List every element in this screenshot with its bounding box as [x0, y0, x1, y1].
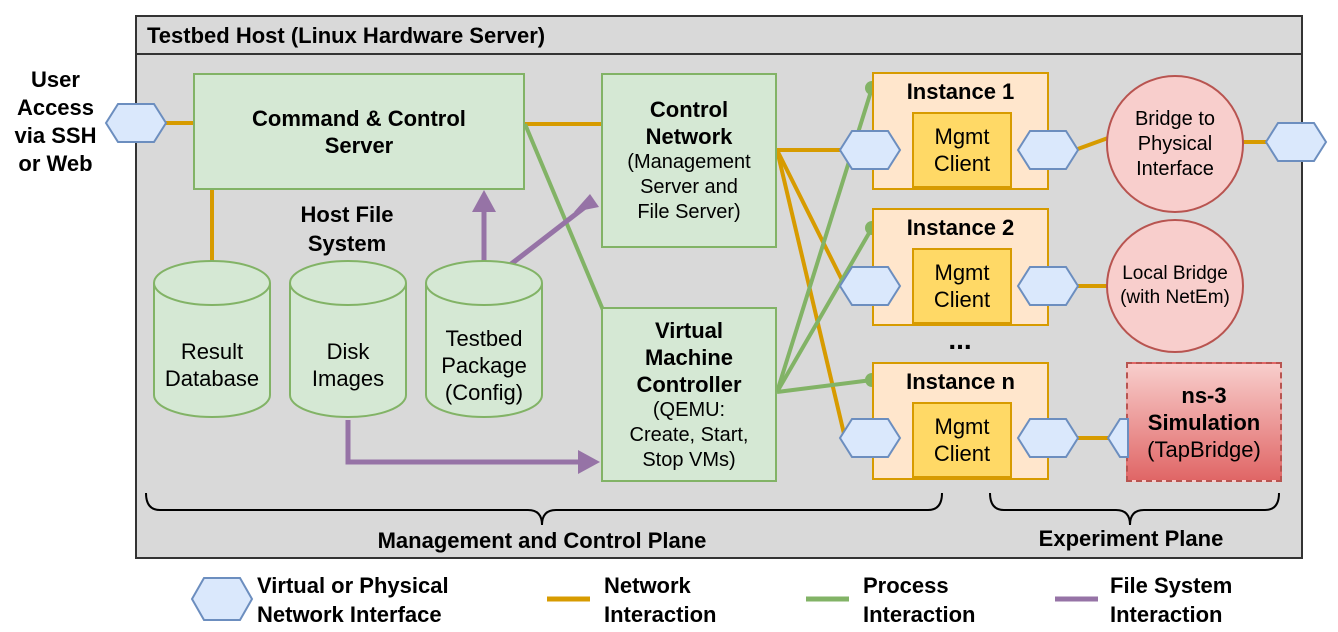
local-bridge: Local Bridge (with NetEm) [1106, 219, 1244, 353]
testbed-package-label: Testbed Package (Config) [441, 325, 527, 405]
disk-images-label: Disk Images [311, 339, 385, 391]
instance-n-title: Instance n [906, 369, 1015, 394]
user-access-label: User Access via SSH or Web [14, 67, 97, 176]
fs-arrow-control [574, 194, 599, 212]
legend-interface-text: Virtual or Physical Network Interface [257, 573, 449, 627]
instances-ellipsis: ... [948, 324, 972, 355]
host-title: Testbed Host (Linux Hardware Server) [137, 17, 1301, 55]
fs-arrow-cc [472, 190, 496, 212]
instance-1-title: Instance 1 [906, 79, 1015, 104]
instance-n: Instance n Mgmt Client [872, 362, 1049, 480]
management-plane-label: Management and Control Plane [377, 528, 707, 553]
vm-controller: Virtual Machine Controller (QEMU: Create… [601, 307, 777, 482]
command-control-server: Command & Control Server [193, 73, 525, 190]
fs-arrow-vm [578, 450, 600, 474]
instance-2: Instance 2 Mgmt Client [872, 208, 1049, 326]
network-arrow-db [197, 263, 227, 287]
ns3-simulation: ns-3 Simulation (TapBridge) [1126, 362, 1282, 482]
instance-n-mgmt-client: Mgmt Client [912, 402, 1012, 478]
legend-network-text: Network Interaction [604, 573, 717, 627]
legend-fs-text: File System Interaction [1110, 573, 1233, 627]
network-link-inst2 [775, 149, 847, 287]
instance-1-mgmt-client: Mgmt Client [912, 112, 1012, 188]
network-link-bridge-physical [1074, 136, 1109, 152]
instance-2-title: Instance 2 [906, 215, 1015, 240]
legend-process-text: Process Interaction [863, 573, 976, 627]
instance-2-mgmt-client: Mgmt Client [912, 248, 1012, 324]
control-network: Control Network (Management Server and F… [601, 73, 777, 248]
bridge-to-physical-interface: Bridge to Physical Interface [1106, 75, 1244, 213]
process-link-instn [776, 378, 873, 394]
process-link-inst2 [775, 226, 874, 394]
experiment-plane-label: Experiment Plane [1038, 526, 1224, 551]
result-database-label: Result Database [164, 339, 260, 391]
process-link-cc-vm [523, 123, 605, 311]
instance-1: Instance 1 Mgmt Client [872, 72, 1049, 190]
host-file-system-label: Host File System [300, 202, 394, 256]
network-link-instn [775, 149, 847, 439]
fs-link-images-vm [345, 420, 582, 465]
fs-link-config-control [482, 205, 587, 287]
